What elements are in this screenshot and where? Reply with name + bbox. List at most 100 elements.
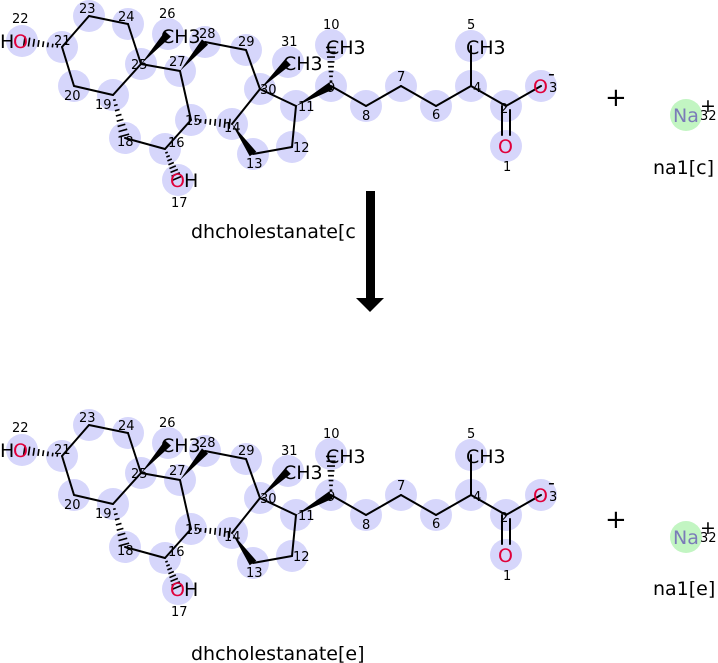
bond — [400, 85, 437, 107]
atom-index: 16 — [168, 136, 185, 151]
wedge-bond — [296, 491, 333, 515]
atom-highlight — [315, 29, 347, 61]
down-arrow-icon — [356, 191, 384, 312]
atom-index: 22 — [12, 12, 29, 27]
atom-index: 6 — [432, 108, 440, 123]
atom-index: 26 — [159, 7, 176, 22]
atom-index: 13 — [246, 566, 263, 581]
atom-index: 23 — [79, 411, 96, 426]
wedge-bond — [232, 533, 257, 566]
bond — [259, 497, 297, 516]
atom-index: 6 — [432, 517, 440, 532]
atom-highlight — [490, 539, 522, 571]
atom-index: 15 — [185, 523, 202, 538]
methyl-label: CH3 — [466, 446, 506, 468]
hash-bond — [164, 560, 183, 590]
atom-index: 5 — [467, 427, 475, 442]
hydrogen-label: H — [184, 579, 198, 601]
bond — [61, 46, 75, 87]
wedge-bond — [260, 59, 291, 89]
bond — [61, 455, 75, 496]
bond — [231, 497, 261, 534]
atom-index: 30 — [260, 492, 277, 507]
atom-highlight — [490, 130, 522, 162]
sodium-charge: + — [700, 95, 716, 117]
atom-index: 32 — [700, 531, 717, 546]
bond — [365, 85, 402, 107]
atom-highlight — [6, 25, 38, 57]
bond — [435, 85, 472, 107]
oxygen-label: O — [533, 485, 548, 507]
bond — [365, 494, 402, 516]
bond — [204, 450, 247, 460]
sodium-symbol: Na — [673, 527, 699, 549]
bond — [204, 41, 247, 51]
atom-index: 20 — [64, 89, 81, 104]
atom-index: 14 — [224, 530, 241, 545]
methyl-label: CH3 — [466, 37, 506, 59]
hash-bond — [325, 455, 337, 491]
atom-index: 11 — [298, 100, 315, 115]
atom-index: 28 — [199, 27, 216, 42]
bond — [127, 23, 142, 65]
atom-index: 9 — [327, 81, 335, 96]
atom-index: 12 — [293, 550, 310, 565]
atom-index: 20 — [64, 498, 81, 513]
bond — [252, 146, 293, 155]
hash-bond — [22, 36, 59, 48]
atom-index: 3 — [549, 81, 557, 96]
methyl-label: CH3 — [326, 37, 366, 59]
atom-index: 5 — [467, 18, 475, 33]
methyl-label: CH3 — [283, 462, 323, 484]
atom-index: 18 — [117, 544, 134, 559]
bond — [245, 458, 261, 499]
atom-index: 1 — [503, 160, 511, 175]
bond — [164, 528, 192, 559]
atom-index: 19 — [95, 507, 112, 522]
wedge-bond — [180, 448, 209, 480]
atom-index: 29 — [238, 35, 255, 50]
plus-sign-products: + — [605, 505, 627, 535]
bond — [112, 472, 142, 505]
sodium-symbol: Na — [673, 105, 699, 127]
atom-index: 11 — [298, 509, 315, 524]
wedge-bond — [260, 468, 291, 498]
hydrogen-label: H — [0, 440, 14, 462]
atom-index: 29 — [238, 444, 255, 459]
charge-label: - — [548, 472, 555, 494]
atom-index: 7 — [397, 479, 405, 494]
atom-highlight — [162, 164, 194, 196]
bond — [164, 119, 192, 150]
hydrogen-label: H — [184, 170, 198, 192]
sodium-charge: + — [700, 517, 716, 539]
hash-bond — [325, 46, 337, 82]
bond — [330, 494, 367, 516]
bond — [61, 15, 90, 48]
atom-index: 31 — [281, 444, 298, 459]
atom-index: 24 — [118, 10, 135, 25]
atom-index: 15 — [185, 114, 202, 129]
bond — [179, 479, 192, 530]
atom-highlight — [162, 573, 194, 605]
bond — [470, 494, 507, 516]
bond — [88, 15, 129, 25]
bond — [259, 88, 297, 107]
hash-bond — [112, 507, 130, 547]
atom-index: 27 — [169, 55, 186, 70]
plus-sign-reactants: + — [605, 83, 627, 113]
atom-index: 14 — [224, 121, 241, 136]
atom-index: 17 — [171, 605, 188, 620]
atom-highlight — [6, 434, 38, 466]
atom-index: 32 — [700, 109, 717, 124]
atom-index: 13 — [246, 157, 263, 172]
bond — [61, 424, 90, 457]
methyl-label: CH3 — [326, 446, 366, 468]
oxygen-label: O — [533, 76, 548, 98]
atom-index: 26 — [159, 416, 176, 431]
atom-index: 27 — [169, 464, 186, 479]
sodium-ion-reactant: Na + 32 — [670, 95, 717, 131]
bond — [124, 546, 166, 559]
bond — [73, 85, 114, 96]
atom-index: 18 — [117, 135, 134, 150]
